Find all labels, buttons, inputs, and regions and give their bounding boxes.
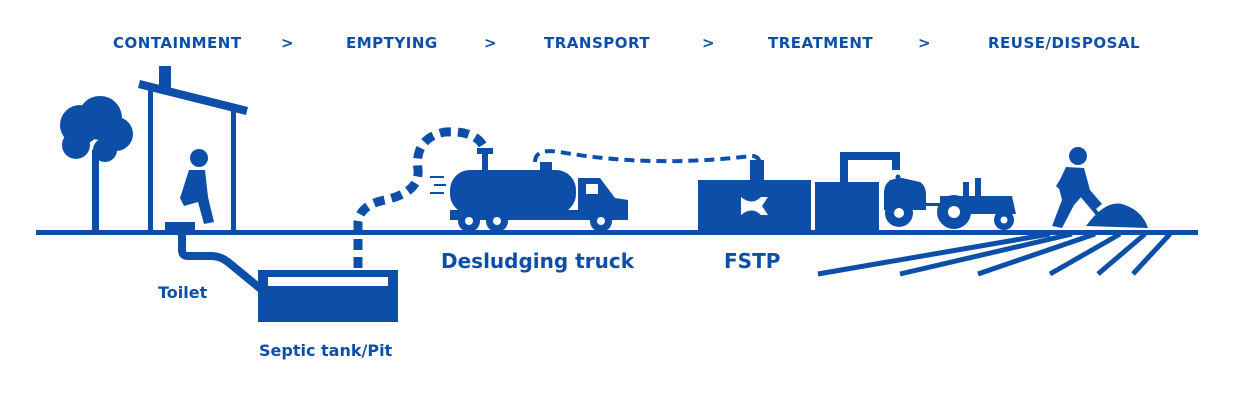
stage-reuse-disposal: REUSE/DISPOSAL (988, 34, 1140, 52)
stage-emptying: EMPTYING (346, 34, 438, 52)
stage-containment: CONTAINMENT (113, 34, 242, 52)
field-furrows-icon (817, 231, 1172, 277)
stage-treatment: TREATMENT (768, 34, 873, 52)
label-fstp: FSTP (724, 249, 780, 273)
transport-route-line (533, 149, 762, 167)
farmer-shoveling-icon (1052, 147, 1148, 228)
treatment-tank-icon (815, 152, 901, 232)
tree-icon (60, 96, 133, 232)
separator-4: > (918, 34, 931, 52)
septic-tank-icon (258, 270, 398, 322)
separator-3: > (702, 34, 715, 52)
cart-icon (884, 178, 940, 227)
stage-header: CONTAINMENT > EMPTYING > TRANSPORT > TRE… (113, 34, 1140, 52)
toilet-house-icon (138, 66, 248, 232)
stage-transport: TRANSPORT (544, 34, 650, 52)
fstp-plant-icon (698, 160, 811, 232)
desludging-truck-icon (430, 148, 628, 232)
label-desludging-truck: Desludging truck (441, 249, 635, 273)
hose-icon (353, 127, 490, 268)
person-squatting-icon (165, 149, 214, 231)
separator-1: > (281, 34, 294, 52)
ground-line (36, 230, 1198, 235)
separator-2: > (484, 34, 497, 52)
label-septic-tank: Septic tank/Pit (259, 341, 393, 360)
label-toilet: Toilet (158, 283, 208, 302)
tractor-icon (937, 178, 1016, 230)
